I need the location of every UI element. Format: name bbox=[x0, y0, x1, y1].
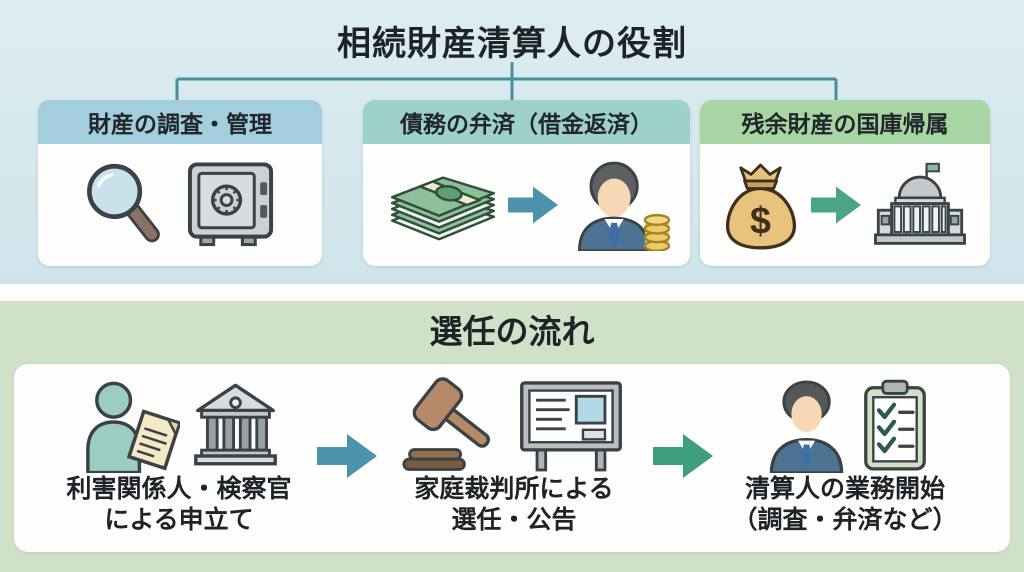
card-body bbox=[38, 144, 322, 266]
government-building-icon bbox=[874, 162, 966, 245]
card-header: 債務の弁済（借金返済） bbox=[363, 100, 690, 144]
courthouse-icon bbox=[194, 383, 277, 466]
card-body: $ bbox=[700, 144, 990, 266]
step-label-line1: 清算人の業務開始 bbox=[744, 475, 945, 503]
liquidator-person-icon bbox=[769, 380, 844, 473]
flow-title: 選任の流れ bbox=[429, 313, 595, 350]
gavel-icon bbox=[402, 377, 491, 471]
arrow-right-icon bbox=[317, 434, 377, 478]
money-bag-icon: $ bbox=[725, 163, 797, 250]
safe-icon bbox=[187, 162, 274, 247]
step-icons bbox=[76, 376, 282, 474]
arrow-right-icon bbox=[507, 186, 558, 224]
step-label-line2: （調査・弁済など） bbox=[732, 506, 958, 534]
flow-step-court-appointment: 家庭裁判所による 選任・公告 bbox=[354, 376, 674, 536]
card-debt-repayment: 債務の弁済（借金返済） bbox=[363, 100, 690, 266]
applicant-person-icon bbox=[86, 381, 180, 473]
card-body bbox=[363, 144, 690, 266]
step-label-line1: 利害関係人・検察官 bbox=[66, 475, 292, 503]
magnifier-icon bbox=[87, 163, 160, 243]
document-icon bbox=[126, 408, 180, 470]
card-asset-investigation: 財産の調査・管理 bbox=[38, 100, 322, 266]
flow-step-petition: 利害関係人・検察官 による申立て bbox=[24, 376, 334, 536]
dollar-symbol: $ bbox=[750, 200, 771, 242]
step-label-line1: 家庭裁判所による bbox=[414, 475, 614, 503]
step-label-line2: 選任・公告 bbox=[451, 506, 577, 534]
selection-flow-panel: 利害関係人・検察官 による申立て bbox=[14, 364, 1010, 552]
flow-step-liquidator-start: 清算人の業務開始 （調査・弁済など） bbox=[690, 376, 1000, 536]
card-treasury-reversion: 残余財産の国庫帰属 $ bbox=[700, 100, 990, 266]
step-icons bbox=[402, 376, 626, 474]
money-stack-icon bbox=[390, 176, 495, 241]
card-header: 残余財産の国庫帰属 bbox=[700, 100, 990, 144]
checklist-clipboard-icon bbox=[864, 379, 926, 471]
arrow-right-icon bbox=[653, 434, 713, 478]
coins-icon bbox=[643, 213, 670, 251]
step-icons bbox=[762, 376, 928, 474]
card-header: 財産の調査・管理 bbox=[38, 100, 322, 144]
step-label-line2: による申立て bbox=[104, 506, 254, 534]
page-title: 相続財産清算人の役割 bbox=[337, 25, 687, 63]
arrow-right-icon bbox=[811, 186, 861, 224]
bracket-connector bbox=[175, 62, 838, 104]
creditor-person-icon bbox=[577, 161, 670, 251]
notice-board-icon bbox=[520, 381, 622, 472]
